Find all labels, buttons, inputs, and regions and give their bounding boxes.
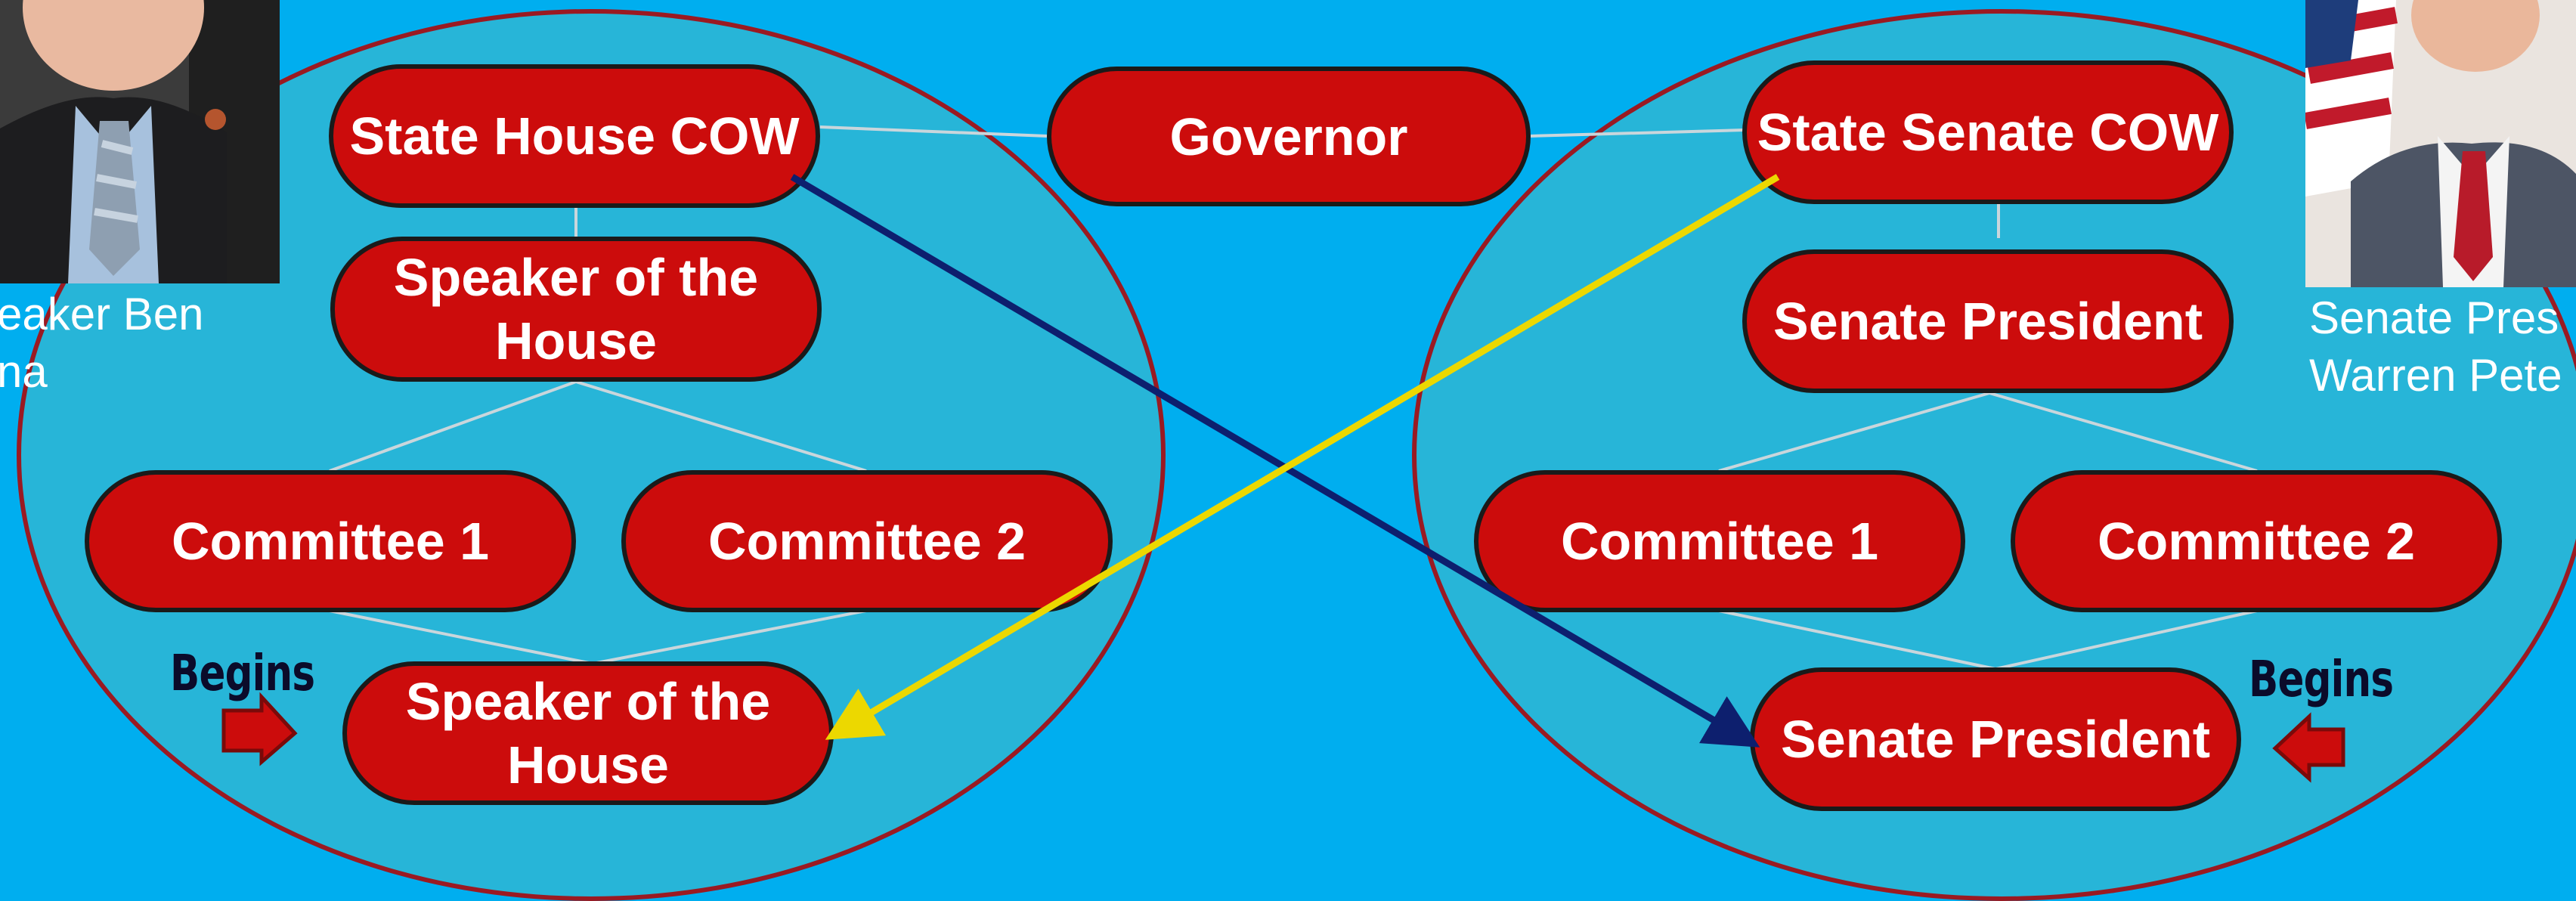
senate-president-top-label: Senate President bbox=[1773, 292, 2203, 351]
house-speaker-caption: eaker Ben na bbox=[0, 289, 204, 397]
house-begins-label: Begins bbox=[170, 644, 315, 702]
senate-president-bottom-label: Senate President bbox=[1781, 710, 2210, 769]
connector-committee-2-president-bottom bbox=[1995, 609, 2258, 670]
connector-committee-2-speaker-bottom bbox=[592, 609, 867, 665]
senate-begins-label: Begins bbox=[2249, 650, 2394, 708]
house-speaker-bottom-node: Speaker of the House bbox=[342, 661, 834, 805]
senate-committee-1-node: Committee 1 bbox=[1474, 470, 1965, 612]
house-committee-1-label: Committee 1 bbox=[171, 512, 490, 571]
senate-president-caption: Senate Pres Warren Pete bbox=[2309, 293, 2562, 401]
connector-house-cow-governor bbox=[819, 125, 1048, 138]
connector-speaker-committee-2 bbox=[575, 380, 867, 472]
senate-committee-1-label: Committee 1 bbox=[1560, 512, 1879, 571]
senate-committee-2-label: Committee 2 bbox=[2097, 512, 2416, 571]
connector-committee-1-speaker-bottom bbox=[329, 609, 593, 665]
connector-president-committee-1 bbox=[1718, 392, 1990, 472]
connector-committee-1-president-bottom bbox=[1718, 609, 1996, 670]
house-speaker-photo bbox=[0, 0, 280, 283]
house-cow-label: State House COW bbox=[349, 107, 800, 166]
house-cow-node: State House COW bbox=[329, 64, 820, 208]
house-committee-2-label: Committee 2 bbox=[707, 512, 1026, 571]
connector-president-committee-2 bbox=[1989, 392, 2258, 472]
house-committee-1-node: Committee 1 bbox=[85, 470, 576, 612]
governor-node: Governor bbox=[1047, 67, 1531, 206]
connector-speaker-committee-1 bbox=[329, 380, 577, 472]
senate-cow-label: State Senate COW bbox=[1757, 103, 2219, 162]
house-committee-2-node: Committee 2 bbox=[621, 470, 1113, 612]
house-speaker-top-label: Speaker of the House bbox=[393, 248, 759, 370]
senate-president-photo bbox=[2305, 0, 2576, 287]
governor-label: Governor bbox=[1169, 107, 1408, 166]
house-speaker-top-node: Speaker of the House bbox=[330, 237, 822, 382]
senate-committee-2-node: Committee 2 bbox=[2011, 470, 2502, 612]
senate-president-bottom-node: Senate President bbox=[1750, 667, 2241, 811]
house-speaker-bottom-label: Speaker of the House bbox=[405, 672, 771, 794]
senate-cow-node: State Senate COW bbox=[1742, 60, 2234, 204]
connector-governor-senate-cow bbox=[1530, 128, 1745, 138]
senate-president-top-node: Senate President bbox=[1742, 249, 2234, 393]
